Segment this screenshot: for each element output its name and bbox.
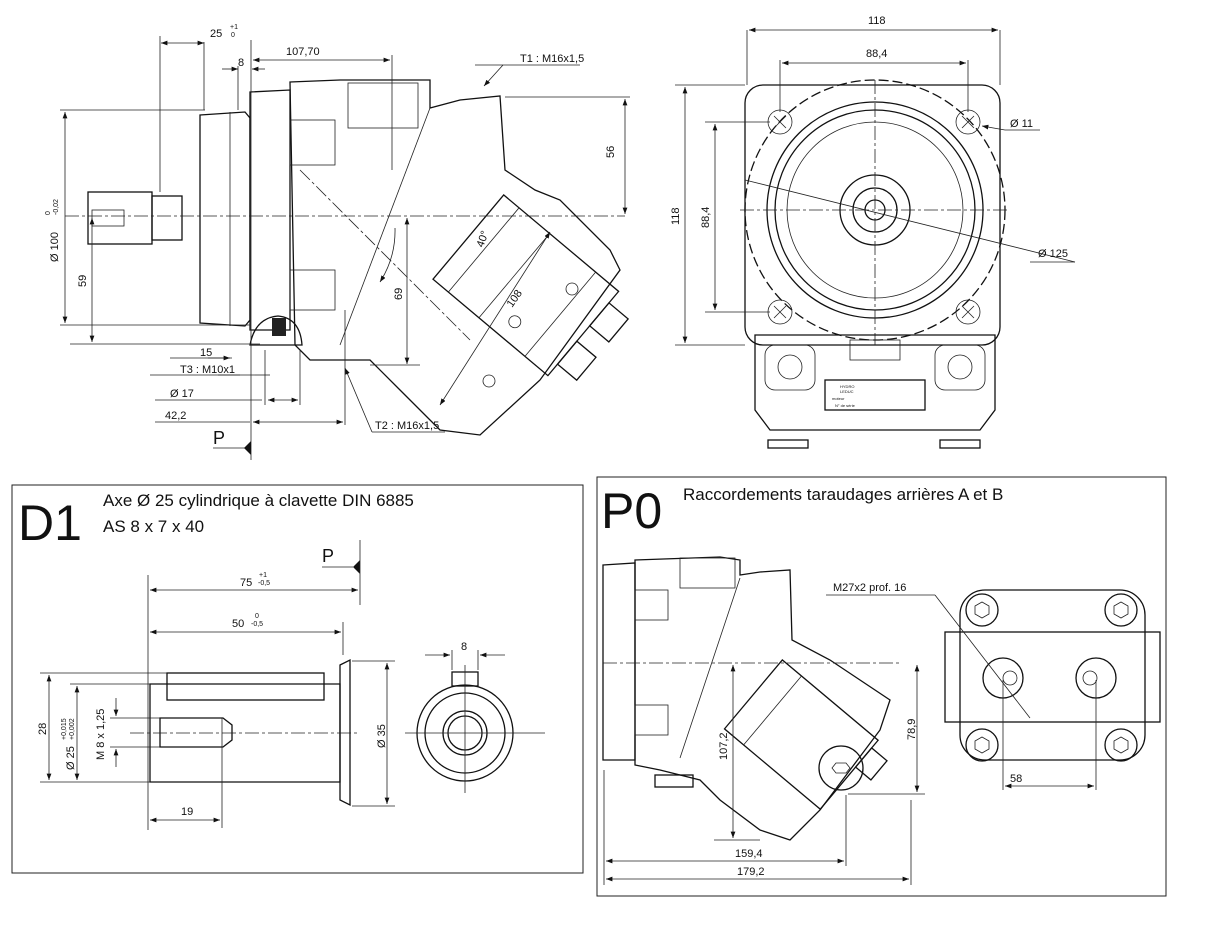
- dim-thread-m8: M 8 x 1,25: [95, 709, 107, 760]
- motor-side-view: 25 +1 0 8 107,70 T1 : M16x1,5 56 Ø 100 0…: [45, 24, 630, 460]
- dim-69: 69: [393, 288, 405, 300]
- dim-42-2: 42,2: [165, 410, 186, 422]
- t1-port-label: T1 : M16x1,5: [520, 53, 584, 65]
- datum-p: P: [213, 428, 225, 448]
- dim-8: 8: [238, 57, 244, 69]
- shaft-section: [87, 191, 153, 245]
- dim-dia-125: Ø 125: [1038, 248, 1068, 260]
- d1-shaft-panel: D1 Axe Ø 25 cylindrique à clavette DIN 6…: [11, 484, 584, 874]
- dim-107-70: 107,70: [286, 46, 320, 58]
- dim-28: 28: [37, 723, 49, 735]
- dim-75-tol-up: +1: [259, 572, 267, 579]
- dim-100-tol-up: 0: [45, 211, 52, 215]
- dim-25-tol-up: +0,015: [61, 718, 68, 740]
- p0-ports-panel: P0 Raccordements taraudages arrières A e…: [596, 476, 1167, 897]
- mount-bolt: [965, 728, 999, 762]
- t2-port-label: T2 : M16x1,5: [375, 420, 439, 432]
- dim-19: 19: [181, 806, 193, 818]
- p0-title: Raccordements taraudages arrières A et B: [683, 485, 1003, 504]
- dim-107-2: 107,2: [718, 732, 730, 760]
- dim-108: 108: [505, 288, 525, 310]
- d1-title: Axe Ø 25 cylindrique à clavette DIN 6885: [103, 491, 414, 510]
- d1-datum-p: P: [322, 546, 334, 566]
- nameplate: [824, 379, 926, 411]
- dim-width-118: 118: [868, 15, 886, 27]
- dim-78-9: 78,9: [906, 719, 918, 740]
- dim-key-8: 8: [461, 641, 467, 653]
- nameplate-line-1: moteur: [832, 396, 845, 401]
- dim-159-4: 159,4: [735, 848, 763, 860]
- dim-dia-100: Ø 100: [49, 232, 61, 262]
- dim-75-tol-low: -0,5: [258, 580, 270, 587]
- dim-75: 75: [240, 577, 252, 589]
- thread-label-m27: M27x2 prof. 16: [833, 582, 906, 594]
- nameplate-line-2: N° de série: [835, 403, 856, 408]
- t3-port-label: T3 : M10x1: [180, 364, 235, 376]
- dim-dia-35: Ø 35: [376, 724, 388, 748]
- p0-code: P0: [601, 483, 662, 539]
- dim-25-tol-low: +0,002: [69, 718, 76, 740]
- dim-59: 59: [77, 275, 89, 287]
- dim-width-88-4: 88,4: [866, 48, 887, 60]
- dim-179-2: 179,2: [737, 866, 765, 878]
- mount-bolt: [965, 593, 999, 627]
- dim-50-tol-low: -0,5: [251, 621, 263, 628]
- dim-height-88-4: 88,4: [700, 207, 712, 228]
- d1-subtitle: AS 8 x 7 x 40: [103, 517, 204, 536]
- motor-front-view: HYDRO LEDUC moteur N° de série 118 88,4 …: [670, 15, 1076, 449]
- dim-dia-17: Ø 17: [170, 388, 194, 400]
- angle-40: 40°: [475, 229, 492, 249]
- dim-100-tol-low: -0,02: [53, 199, 60, 215]
- dim-58: 58: [1010, 773, 1022, 785]
- dim-50-tol-up: 0: [255, 613, 259, 620]
- dim-50: 50: [232, 618, 244, 630]
- mount-bolt: [1104, 728, 1138, 762]
- nameplate-brand: HYDRO: [840, 384, 854, 389]
- dim-15: 15: [200, 347, 212, 359]
- dim-dia-25: Ø 25: [65, 746, 77, 770]
- dim-dia-11: Ø 11: [1010, 118, 1033, 130]
- dim-25-tol-low: 0: [231, 32, 235, 39]
- dim-25-tol-up: +1: [230, 24, 238, 31]
- nameplate-brand-2: LEDUC: [840, 389, 854, 394]
- mount-bolt: [1104, 593, 1138, 627]
- d1-code: D1: [18, 495, 82, 551]
- dim-25: 25: [210, 28, 222, 40]
- dim-56: 56: [605, 146, 617, 158]
- dim-height-118: 118: [670, 207, 682, 225]
